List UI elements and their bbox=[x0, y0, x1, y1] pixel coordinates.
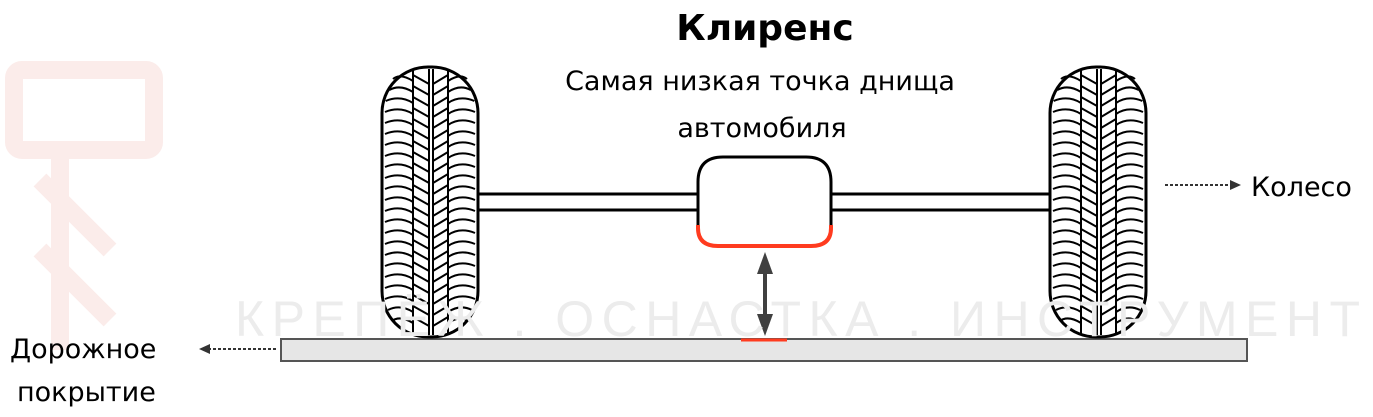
clearance-arrow bbox=[757, 252, 773, 336]
watermark-logo bbox=[5, 61, 163, 350]
road-label-line-1: Дорожное bbox=[10, 334, 156, 365]
wheel-right bbox=[1048, 65, 1148, 339]
tire-tread bbox=[384, 74, 476, 327]
lowest-point-highlight bbox=[696, 225, 833, 248]
wheel-left bbox=[380, 65, 480, 339]
tire-tread bbox=[1052, 74, 1144, 327]
watermark-tagline: КРЕПЁЖ . ОСНАСТКА . ИНСТРУМЕНТ bbox=[235, 291, 1360, 347]
subtitle-line-2: автомобиля bbox=[677, 113, 846, 144]
road-label-line-2: покрытие bbox=[17, 377, 156, 408]
vehicle-underbody bbox=[696, 155, 833, 225]
wheel-pointer-arrow bbox=[1165, 180, 1241, 190]
wheel-label: Колесо bbox=[1251, 172, 1352, 203]
subtitle-line-1: Самая низкая точка днища bbox=[565, 66, 955, 97]
watermark bbox=[5, 61, 163, 350]
diagram-title: Клиренс bbox=[676, 8, 853, 49]
road-pointer-arrow bbox=[199, 344, 276, 354]
axle bbox=[478, 192, 1050, 212]
